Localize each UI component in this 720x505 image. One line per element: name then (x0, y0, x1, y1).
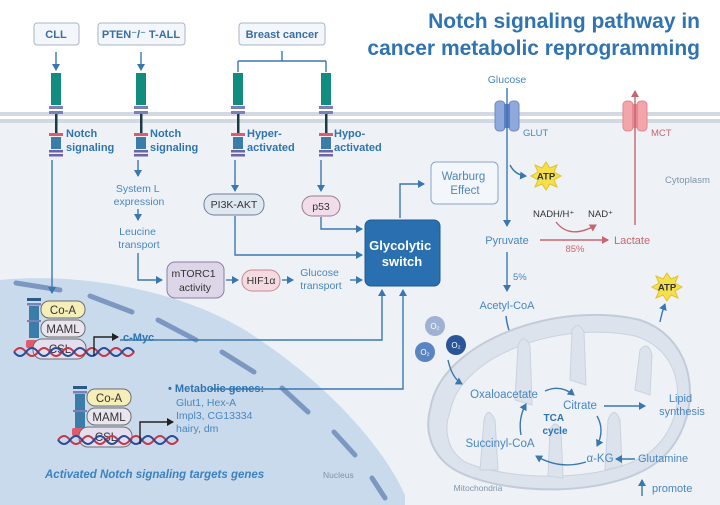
arrow-nadh-nad (555, 221, 597, 233)
cytoplasm-label: Cytoplasm (665, 175, 710, 186)
transcription-arrow-1 (93, 333, 119, 356)
svg-text:ATP: ATP (658, 283, 677, 294)
nadh-label: NADH/H⁺ (533, 209, 574, 220)
leucine-transport: Leucine transport (118, 226, 160, 251)
svg-text:HIF1α: HIF1α (247, 275, 276, 287)
arrow-akg-succinyl (535, 455, 587, 466)
mitochondria (427, 313, 691, 491)
metabolic-genes-title: • Metabolic genes: (168, 383, 264, 395)
glucose-transport: Glucose transport (300, 267, 342, 292)
arrow-pi3k-switch (234, 216, 363, 259)
lactate-label: Lactate (614, 235, 650, 247)
nuclear-envelope (13, 280, 388, 501)
maml-complex-1: MAML (40, 319, 86, 338)
o2-molecule-2: O₂ (415, 342, 435, 362)
condition-breast-cancer: Breast cancer (238, 22, 326, 46)
svg-text:ATP: ATP (537, 172, 556, 183)
mitochondria-label: Mitochondria (454, 483, 503, 493)
title-line-1: Notch signaling pathway in (428, 10, 700, 33)
title-line-2: cancer metabolic reprogramming (367, 37, 700, 60)
system-l-expression: System L expression (114, 183, 165, 208)
hif1a-node: HIF1α (241, 269, 281, 292)
nad-label: NAD⁺ (588, 209, 613, 220)
label-cll-notch: Notch signaling (66, 128, 114, 154)
svg-text:CSL: CSL (95, 432, 118, 444)
arrow-succinyl-oxaloacetate (519, 403, 527, 436)
label-hyper-activated: Hyper- activated (247, 128, 295, 154)
breast-cancer-label: Breast cancer (246, 29, 319, 41)
svg-text:Glycolytic switch: Glycolytic switch (369, 238, 435, 269)
svg-text:MAML: MAML (92, 412, 126, 424)
tca-cycle-label: TCA cycle (542, 413, 567, 437)
mct-label: MCT (651, 128, 672, 139)
label-pten-notch: Notch signaling (150, 128, 198, 154)
svg-text:p53: p53 (312, 201, 330, 213)
pyruvate-label: Pyruvate (485, 235, 528, 247)
succinyl-coa-label: Succinyl-CoA (465, 438, 534, 450)
svg-text:PI3K-AKT: PI3K-AKT (211, 199, 258, 211)
arrow-oxaloacetate-citrate (544, 387, 575, 396)
cell-membrane (0, 112, 720, 123)
arrow-leucine-mtorc1 (137, 253, 163, 284)
svg-text:O₂: O₂ (420, 348, 429, 357)
metabolic-genes-list: Glut1, Hex-A Impl3, CG13334 hairy, dm (176, 397, 255, 435)
nucleus-label: Nucleus (323, 470, 354, 480)
glutamine-label: Glutamine (638, 453, 688, 465)
arrow-switch-warburg (399, 180, 425, 218)
svg-text:mTORC1 activity: mTORC1 activity (171, 268, 218, 294)
oxaloacetate-label: Oxaloacetate (470, 389, 538, 401)
glucose-label: Glucose (488, 74, 527, 86)
lipid-synthesis-label: Lipid synthesis (659, 393, 705, 418)
svg-text:O₂: O₂ (451, 341, 460, 350)
coa-complex-1: Co-A (40, 300, 86, 319)
nucleus-region (0, 278, 405, 505)
pi3k-akt-node: PI3K-AKT (203, 193, 265, 216)
nucleus-caption: Activated Notch signaling targets genes (44, 469, 264, 481)
svg-text:MAML: MAML (46, 324, 80, 336)
maml-complex-2: MAML (86, 407, 132, 426)
condition-cll: CLL (33, 22, 80, 46)
arrow-p53-switch (320, 217, 363, 233)
coa-complex-2: Co-A (86, 388, 132, 407)
acetyl-percent: 5% (513, 272, 527, 283)
atp-star-glycolysis: ATP (530, 161, 562, 191)
svg-text:Co-A: Co-A (96, 393, 123, 405)
akg-label: α-KG (586, 453, 613, 465)
breast-cancer-bracket (237, 51, 327, 72)
legend-promote: promote (652, 483, 692, 495)
c-myc-label: c-Myc (123, 332, 154, 344)
svg-text:Warburg Effect: Warburg Effect (442, 171, 489, 197)
arrow-metabolic-genes-switch (210, 289, 407, 390)
warburg-effect-node: Warburg Effect (430, 161, 499, 205)
pten-tall-label: PTEN⁻/⁻ T-ALL (102, 29, 181, 41)
arrow-mito-atp (659, 303, 667, 323)
label-hypo-activated: Hypo- activated (334, 128, 382, 154)
cll-label: CLL (45, 29, 67, 41)
condition-pten-tall: PTEN⁻/⁻ T-ALL (97, 22, 186, 46)
atp-star-mitochondria: ATP (651, 272, 683, 302)
arrow-cmyc-switch (120, 289, 386, 341)
svg-text:O₂: O₂ (430, 322, 439, 331)
lactate-percent: 85% (565, 244, 585, 255)
arrow-citrate-akg (596, 415, 604, 447)
mtorc1-node: mTORC1 activity (166, 261, 225, 299)
acetyl-coa-label: Acetyl-CoA (479, 300, 535, 312)
o2-molecule-3: O₂ (446, 335, 466, 355)
citrate-label: Citrate (563, 400, 597, 412)
glycolytic-switch-node: Glycolytic switch (364, 219, 441, 287)
svg-text:Co-A: Co-A (50, 305, 77, 317)
arrow-glucose-atp (509, 164, 527, 180)
transcription-arrow-2 (139, 418, 174, 444)
o2-molecule-1: O₂ (425, 316, 445, 336)
glut-label: GLUT (523, 128, 549, 139)
p53-node: p53 (301, 195, 341, 217)
arrow-o2-oxaloacetate (447, 359, 463, 385)
